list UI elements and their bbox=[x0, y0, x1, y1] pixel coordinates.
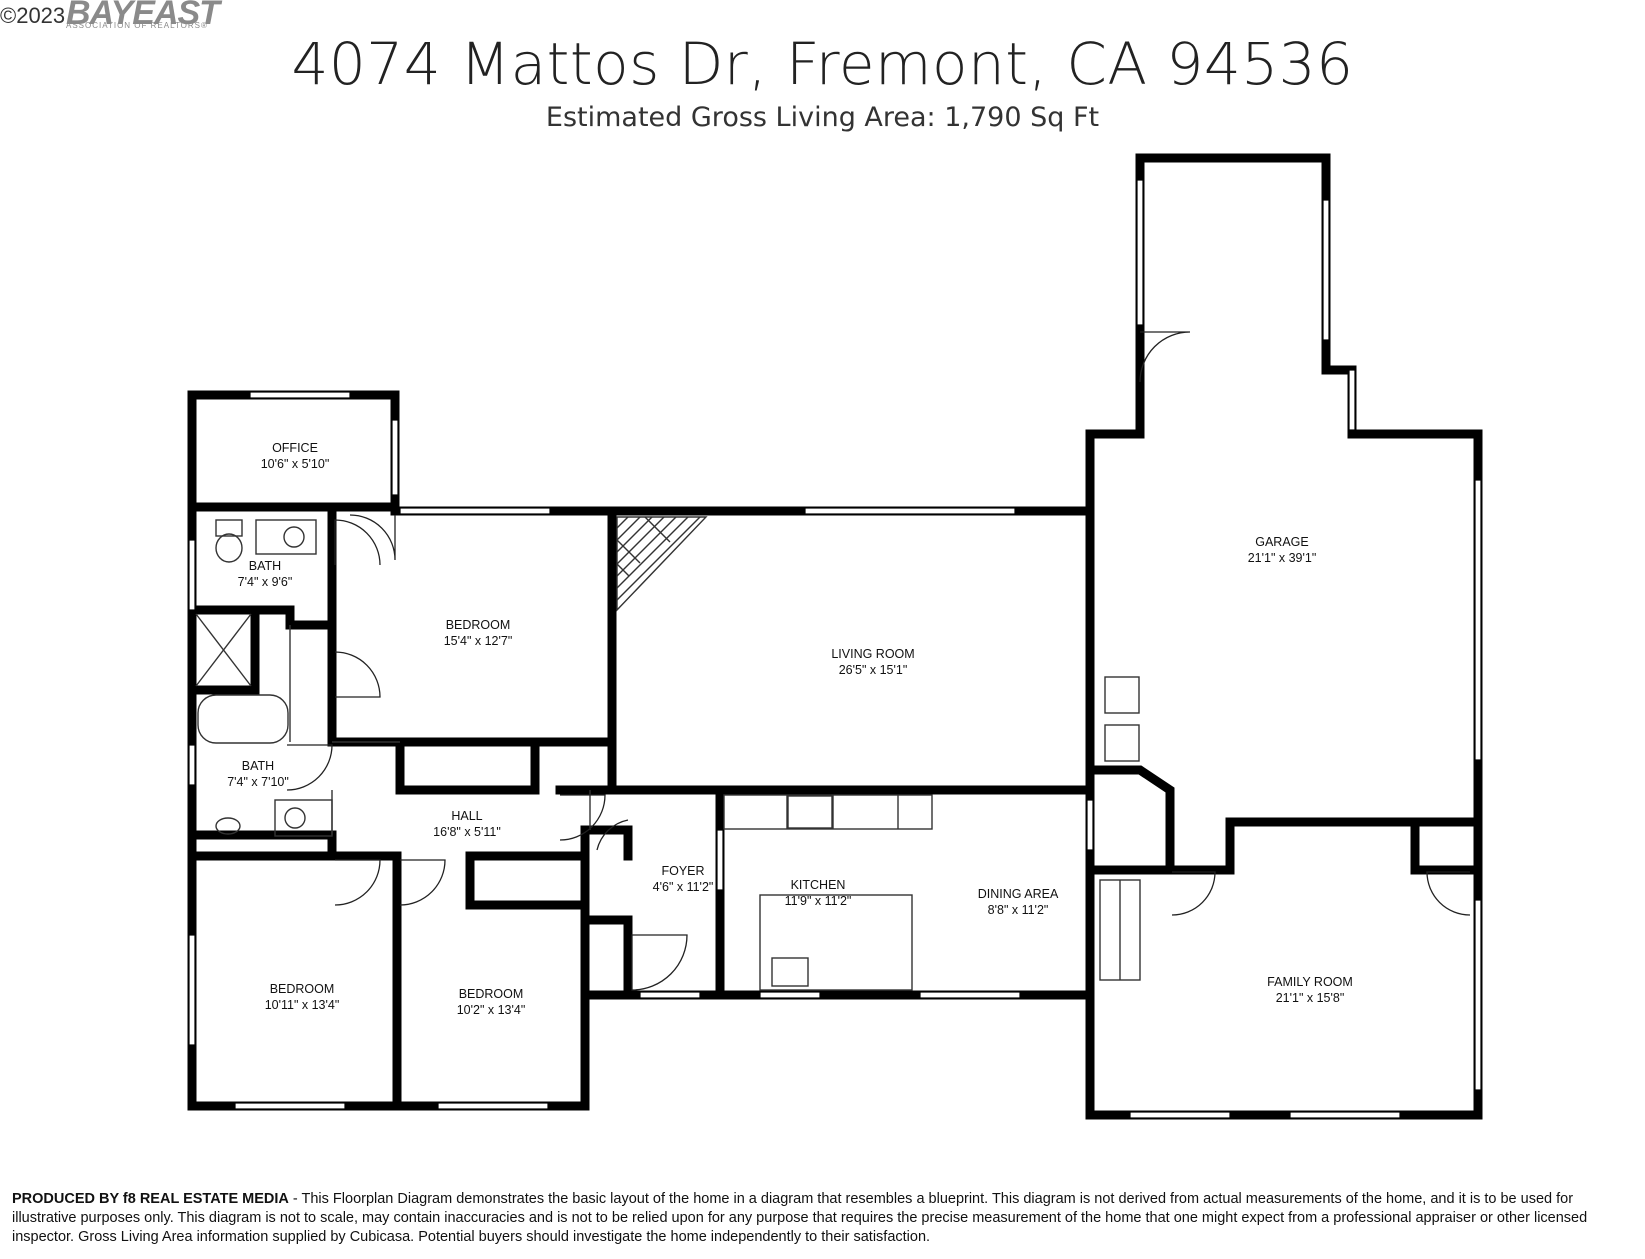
label-bath1-dims: 7'4" x 9'6" bbox=[238, 575, 293, 589]
walls bbox=[187, 153, 1483, 1120]
label-bedroom3-name: BEDROOM bbox=[459, 987, 524, 1001]
label-bedroom3-dims: 10'2" x 13'4" bbox=[457, 1003, 526, 1017]
label-foyer-dims: 4'6" x 11'2" bbox=[653, 880, 714, 894]
windows bbox=[188, 179, 1482, 1119]
label-garage-name: GARAGE bbox=[1255, 535, 1309, 549]
disclaimer-footer: PRODUCED BY f8 REAL ESTATE MEDIA - This … bbox=[12, 1190, 1622, 1247]
label-bath1-name: BATH bbox=[249, 559, 281, 573]
logo-tagline: ASSOCIATION OF REALTORS® bbox=[66, 21, 208, 30]
label-foyer-name: FOYER bbox=[661, 864, 704, 878]
fixtures bbox=[195, 516, 1141, 991]
label-kitchen-dims: 11'9" x 11'2" bbox=[785, 894, 852, 908]
doors bbox=[286, 331, 1471, 991]
label-office-name: OFFICE bbox=[272, 441, 318, 455]
logo-name: BAYEAST bbox=[66, 0, 220, 32]
property-address: 4074 Mattos Dr, Fremont, CA 94536 bbox=[291, 30, 1354, 98]
bayeast-logo: ©2023 BAYEAST ASSOCIATION OF REALTORS® bbox=[0, 0, 240, 32]
label-bedroom1-dims: 15'4" x 12'7" bbox=[444, 634, 513, 648]
label-living-dims: 26'5" x 15'1" bbox=[839, 663, 908, 677]
label-family-dims: 21'1" x 15'8" bbox=[1276, 991, 1345, 1005]
label-bedroom1-name: BEDROOM bbox=[446, 618, 511, 632]
label-bedroom2-dims: 10'11" x 13'4" bbox=[265, 998, 340, 1012]
label-garage-dims: 21'1" x 39'1" bbox=[1248, 551, 1317, 565]
label-hall-dims: 16'8" x 5'11" bbox=[433, 825, 501, 839]
label-dining-name: DINING AREA bbox=[978, 887, 1059, 901]
label-kitchen-name: KITCHEN bbox=[791, 878, 846, 892]
label-bath2-dims: 7'4" x 7'10" bbox=[227, 775, 289, 789]
copyright-text: ©2023 bbox=[0, 3, 66, 28]
room-labels: OFFICE 10'6" x 5'10" BATH 7'4" x 9'6" BE… bbox=[227, 441, 1353, 1017]
label-dining-dims: 8'8" x 11'2" bbox=[988, 903, 1049, 917]
footer-producer: PRODUCED BY f8 REAL ESTATE MEDIA bbox=[12, 1191, 289, 1207]
label-bedroom2-name: BEDROOM bbox=[270, 982, 335, 996]
label-living-name: LIVING ROOM bbox=[831, 647, 914, 661]
label-family-name: FAMILY ROOM bbox=[1267, 975, 1353, 989]
label-hall-name: HALL bbox=[451, 809, 482, 823]
footer-disclaimer: - This Floorplan Diagram demonstrates th… bbox=[12, 1191, 1588, 1245]
label-bath2-name: BATH bbox=[242, 759, 274, 773]
label-office-dims: 10'6" x 5'10" bbox=[261, 457, 330, 471]
living-area: Estimated Gross Living Area: 1,790 Sq Ft bbox=[545, 102, 1100, 133]
